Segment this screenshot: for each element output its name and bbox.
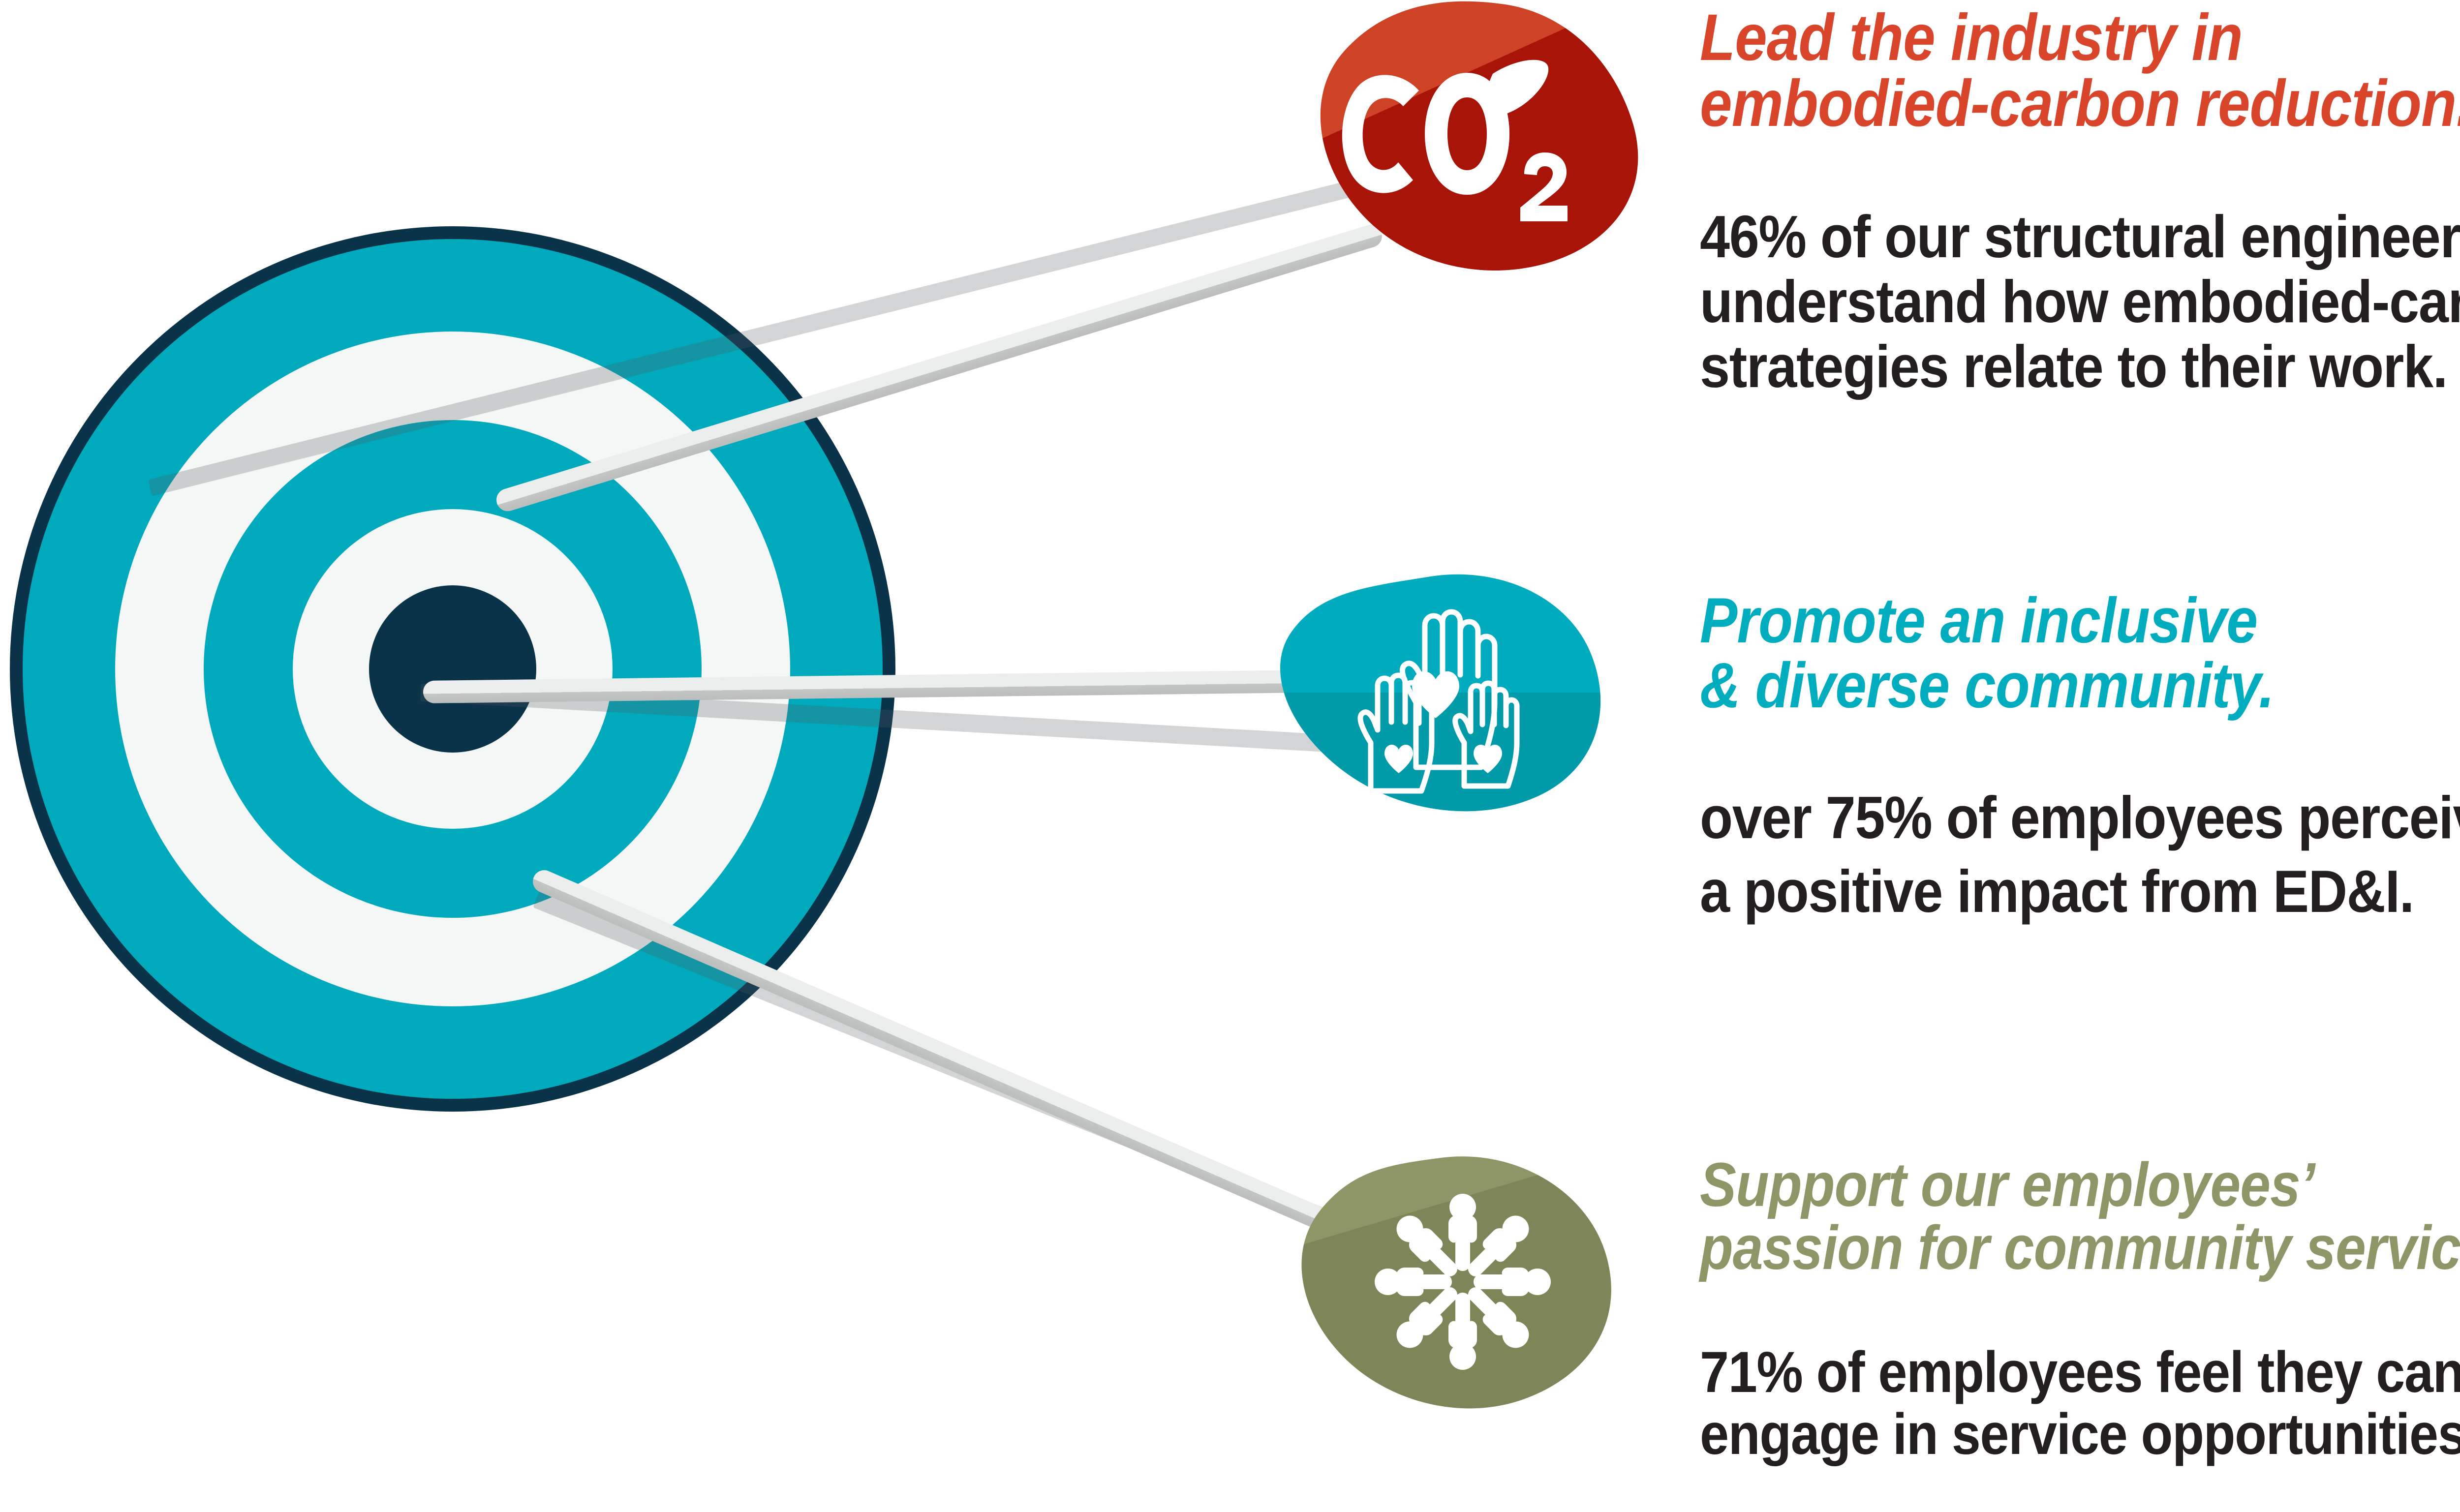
goal-text-community-service: Support our employees’ passion for commu…: [1700, 1153, 2460, 1466]
body-line: 46% of our structural engineers: [1700, 203, 2460, 270]
body-line: a positive impact from ED&I.: [1700, 858, 2414, 925]
goal-icon-inclusive-diverse[interactable]: [1268, 571, 1613, 816]
people-circle-icon: [1375, 1194, 1551, 1370]
heading-line: Lead the industry in: [1700, 1, 2243, 74]
body-line: over 75% of employees perceive: [1700, 784, 2460, 851]
goal-heading-community-service: Support our employees’ passion for commu…: [1700, 1153, 2460, 1279]
blob-fill-dark: [1320, 1, 1638, 271]
goal-icon-embodied-carbon[interactable]: [1289, 0, 1653, 275]
body-line: 71% of employees feel they can: [1700, 1340, 2460, 1405]
bullseye-target: [10, 226, 895, 1112]
goal-text-embodied-carbon: Lead the industry in embodied-carbon red…: [1700, 5, 2460, 399]
goal-icon-community-service[interactable]: [1293, 1155, 1632, 1411]
heading-line: embodied-carbon reduction.: [1700, 67, 2460, 140]
body-line: strategies relate to their work.: [1700, 333, 2448, 400]
heading-line: Promote an inclusive: [1700, 584, 2258, 656]
goal-text-inclusive-diverse: Promote an inclusive & diverse community…: [1700, 588, 2460, 928]
heading-line: Support our employees’: [1700, 1150, 2315, 1219]
blob-fill-dark: [1301, 1156, 1611, 1409]
body-line: understand how embodied-carbon: [1700, 268, 2460, 335]
heading-line: & diverse community.: [1700, 649, 2275, 721]
goal-heading-inclusive-diverse: Promote an inclusive & diverse community…: [1700, 588, 2460, 718]
goal-heading-embodied-carbon: Lead the industry in embodied-carbon red…: [1700, 5, 2460, 137]
body-line: engage in service opportunities.: [1700, 1402, 2460, 1467]
target-bullseye-center: [369, 585, 536, 753]
co2-leaf-icon: [1342, 60, 1568, 221]
goal-body-embodied-carbon: 46% of our structural engineers understa…: [1700, 204, 2460, 399]
goal-body-community-service: 71% of employees feel they can engage in…: [1700, 1341, 2460, 1465]
raised-hands-with-hearts-icon: [1357, 609, 1520, 794]
heading-line: passion for community service.: [1700, 1213, 2460, 1282]
goal-body-inclusive-diverse: over 75% of employees perceive a positiv…: [1700, 781, 2460, 928]
